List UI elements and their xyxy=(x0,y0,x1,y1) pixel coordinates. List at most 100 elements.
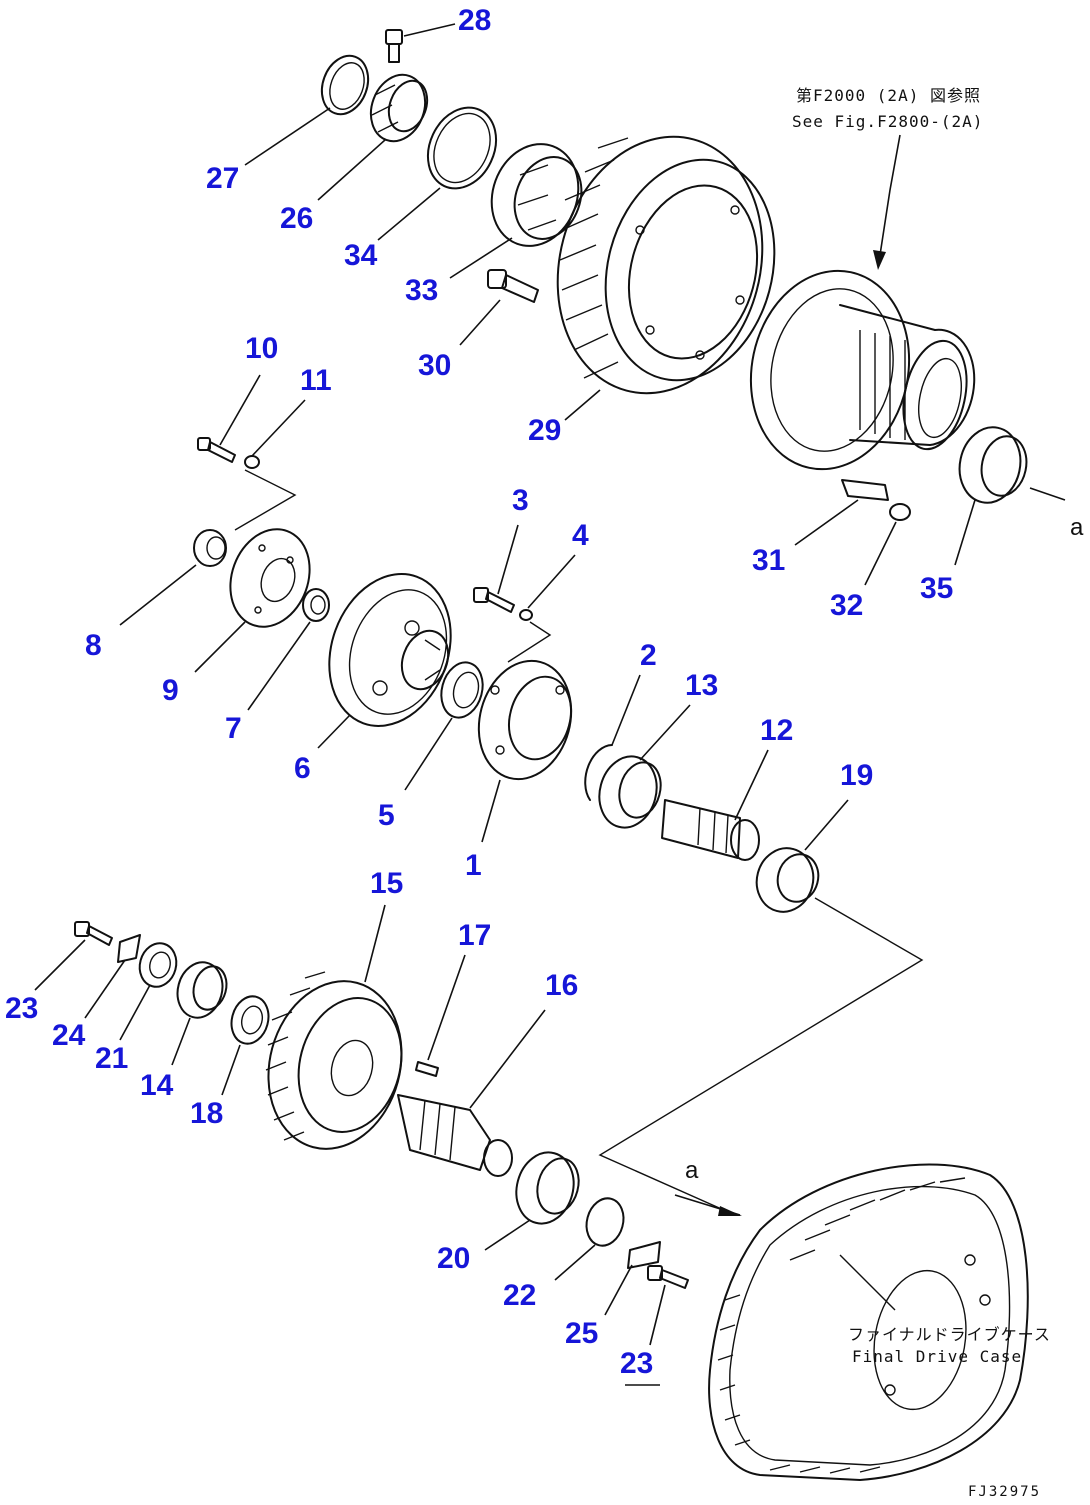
callout-33: 33 xyxy=(405,274,438,307)
part-29-ring-gear xyxy=(556,135,776,395)
callout-23-left: 23 xyxy=(5,992,38,1025)
callout-1: 1 xyxy=(465,849,482,882)
leader-34 xyxy=(377,187,441,241)
part-20-bearing xyxy=(515,1151,580,1225)
leader-22 xyxy=(554,1244,596,1281)
part-13-bearing xyxy=(598,755,662,829)
callout-7: 7 xyxy=(225,712,242,745)
assembly-line-10-9 xyxy=(234,469,297,531)
leader-21 xyxy=(119,984,151,1041)
leader-2 xyxy=(611,674,641,746)
leader-35 xyxy=(954,499,976,566)
part-11-washer xyxy=(244,455,260,469)
sprocket-hub xyxy=(749,269,976,471)
part-5-bearing xyxy=(440,661,484,719)
callout-35: 35 xyxy=(920,572,953,605)
callout-24: 24 xyxy=(52,1019,86,1052)
reference-note-en: See Fig.F2800-(2A) xyxy=(792,112,983,131)
part-31-lock-plate xyxy=(841,479,889,501)
callout-14: 14 xyxy=(140,1069,174,1102)
leader-5 xyxy=(404,717,453,791)
part-23-bolt-left xyxy=(74,921,113,946)
callout-13: 13 xyxy=(685,669,718,702)
callout-31: 31 xyxy=(752,544,785,577)
leader-3 xyxy=(497,524,519,595)
leader-23-bottom xyxy=(649,1284,666,1346)
callout-34: 34 xyxy=(344,239,378,272)
callout-20: 20 xyxy=(437,1242,470,1275)
callout-18: 18 xyxy=(190,1097,223,1130)
part-16-pinion xyxy=(397,1094,513,1177)
leader-20 xyxy=(484,1219,531,1251)
part-32-nut xyxy=(889,503,911,521)
figure-code: FJ32975 xyxy=(968,1484,1041,1500)
callout-9: 9 xyxy=(162,674,179,707)
leader-1 xyxy=(481,779,501,843)
callout-3: 3 xyxy=(512,484,529,517)
leader-25 xyxy=(604,1264,633,1316)
leader-17 xyxy=(427,954,466,1061)
callout-21: 21 xyxy=(95,1042,128,1075)
leader-33 xyxy=(449,237,513,279)
callout-16: 16 xyxy=(545,969,578,1002)
callout-5: 5 xyxy=(378,799,395,832)
callout-19: 19 xyxy=(840,759,873,792)
part-26-nut xyxy=(369,73,429,143)
arrowhead-a-bottom xyxy=(718,1206,742,1216)
part-7-washer xyxy=(302,588,330,622)
callout-4: 4 xyxy=(572,519,589,552)
part-25-lock xyxy=(627,1241,661,1269)
part-15-gear xyxy=(265,971,403,1150)
reference-arrow-line xyxy=(879,134,901,256)
leader-26 xyxy=(317,139,386,201)
callout-11: 11 xyxy=(300,364,332,397)
part-17-key xyxy=(415,1061,439,1077)
part-34-shim xyxy=(426,106,498,190)
part-24-lock xyxy=(117,934,141,963)
callout-27: 27 xyxy=(206,162,239,195)
assembly-line-19-case xyxy=(598,897,924,1216)
leader-8 xyxy=(119,564,197,626)
leader-15 xyxy=(364,904,386,983)
part-21-plate xyxy=(138,942,178,988)
part-8-nut xyxy=(193,529,227,567)
leader-14 xyxy=(171,1017,191,1066)
leader-29 xyxy=(564,389,601,421)
callout-15: 15 xyxy=(370,867,403,900)
arrow-label-top: a xyxy=(1070,514,1084,541)
reference-arrowhead xyxy=(873,250,886,270)
leader-4 xyxy=(527,554,576,609)
part-10-bolt xyxy=(197,437,236,463)
leader-24 xyxy=(84,959,126,1019)
arrow-label-bottom: a xyxy=(685,1157,699,1184)
case-leader xyxy=(839,1254,896,1311)
part-23-bolt-bottom xyxy=(647,1265,689,1289)
leader-11 xyxy=(251,399,306,457)
part-22-plate xyxy=(585,1197,625,1247)
callout-28: 28 xyxy=(458,4,491,37)
callout-22: 22 xyxy=(503,1279,536,1312)
leader-23-left xyxy=(34,939,86,991)
part-4-washer xyxy=(519,609,533,621)
leader-30 xyxy=(459,299,501,346)
part-30-bolt xyxy=(487,269,539,303)
leader-28 xyxy=(403,23,456,37)
leader-13 xyxy=(639,704,691,761)
callout-6: 6 xyxy=(294,752,311,785)
leader-19 xyxy=(804,799,849,851)
callout-8: 8 xyxy=(85,629,102,662)
reference-note-jp: 第F2000 (2A) 図参照 xyxy=(796,86,981,105)
part-35-bearing xyxy=(958,426,1028,504)
part-14-bearing xyxy=(176,961,228,1019)
callout-29: 29 xyxy=(528,414,561,447)
part-2-ring xyxy=(584,744,613,801)
part-6-carrier xyxy=(328,573,452,727)
assembly-line-3-1 xyxy=(507,621,552,663)
leader-31 xyxy=(794,499,859,546)
leader-12 xyxy=(734,749,769,821)
callout-17: 17 xyxy=(458,919,491,952)
part-9-plate xyxy=(229,528,311,628)
callout-2: 2 xyxy=(640,639,657,672)
